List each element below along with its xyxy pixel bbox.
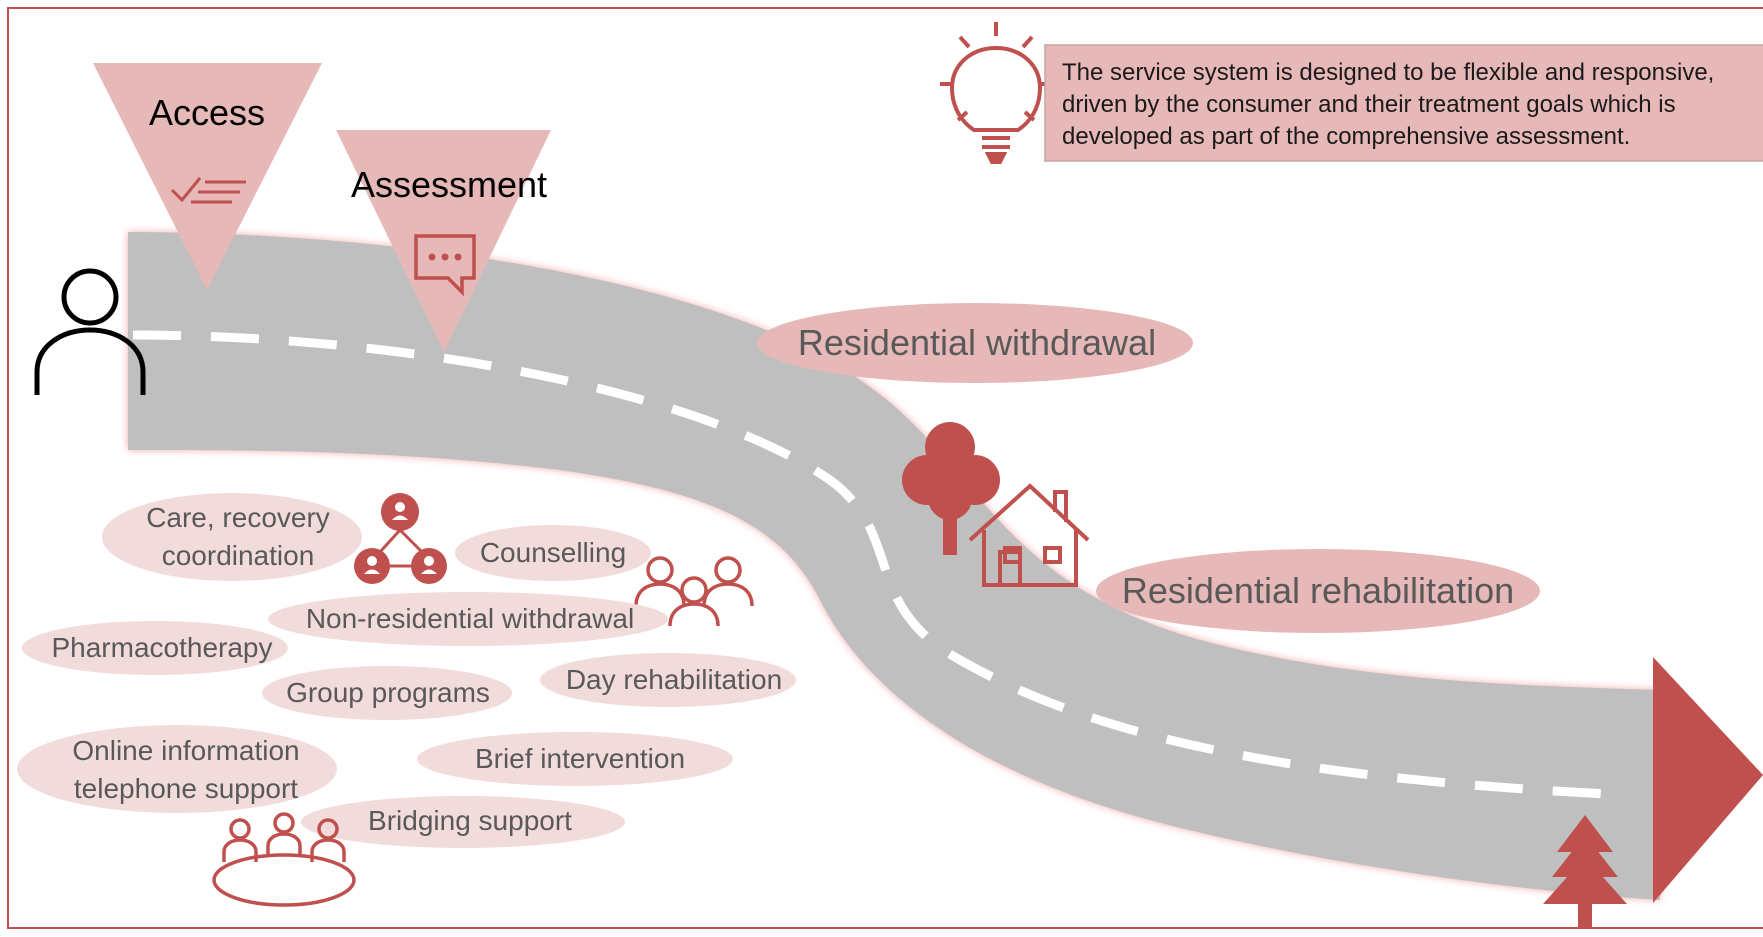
- residential-withdrawal-label: Residential withdrawal: [798, 322, 1156, 363]
- info-note-box: [1044, 44, 1763, 162]
- pharmacotherapy-label: Pharmacotherapy: [51, 632, 272, 663]
- pharmacotherapy-pill: [22, 621, 288, 675]
- road-center-line: [132, 330, 1631, 800]
- network-people-icon: [354, 493, 447, 584]
- speech-bubble-icon: [414, 234, 476, 297]
- counselling-label: Counselling: [480, 537, 626, 568]
- residential-withdrawal-pill: [757, 303, 1193, 383]
- residential-rehabilitation-label: Residential rehabilitation: [1122, 570, 1514, 611]
- lightbulb-icon: [940, 22, 1052, 164]
- note-line-1: The service system is designed to be fle…: [1062, 59, 1714, 86]
- note-line-3: developed as part of the comprehensive a…: [1062, 123, 1630, 150]
- checklist-icon: [170, 177, 246, 204]
- group-people-icon: [634, 556, 754, 627]
- non-residential-withdrawal-pill: [268, 592, 668, 646]
- group-programs-pill: [262, 666, 512, 720]
- note-line-2: driven by the consumer and their treatme…: [1062, 91, 1676, 118]
- care-coordination-line-1: Care, recovery: [146, 502, 330, 533]
- person-outline-icon: [34, 268, 146, 395]
- group-programs-label: Group programs: [286, 677, 490, 708]
- bridging-support-pill: [301, 796, 625, 848]
- online-telephone-pill: [17, 725, 337, 813]
- residential-rehabilitation-pill: [1096, 549, 1540, 633]
- assessment-triangle: [336, 130, 551, 352]
- bridging-support-label: Bridging support: [368, 805, 572, 836]
- arrow-head-icon: [1653, 657, 1763, 903]
- road: [128, 232, 1660, 900]
- online-telephone-line-2: telephone support: [74, 773, 298, 804]
- online-telephone-line-1: Online information: [72, 735, 299, 766]
- non-residential-withdrawal-label: Non-residential withdrawal: [306, 603, 634, 634]
- tree-icon: [902, 422, 1000, 555]
- meeting-table-icon: [212, 812, 356, 907]
- day-rehabilitation-label: Day rehabilitation: [566, 664, 782, 695]
- house-icon: [968, 483, 1090, 587]
- access-triangle: [93, 63, 322, 290]
- access-label: Access: [149, 92, 265, 133]
- brief-intervention-label: Brief intervention: [475, 743, 685, 774]
- care-coordination-line-2: coordination: [162, 540, 315, 571]
- frame-border: [7, 7, 1763, 929]
- day-rehabilitation-pill: [540, 653, 796, 707]
- assessment-label: Assessment: [351, 164, 547, 205]
- brief-intervention-pill: [417, 732, 733, 786]
- counselling-pill: [455, 525, 651, 581]
- care-coordination-pill: [102, 493, 362, 581]
- pine-tree-icon: [1543, 815, 1627, 928]
